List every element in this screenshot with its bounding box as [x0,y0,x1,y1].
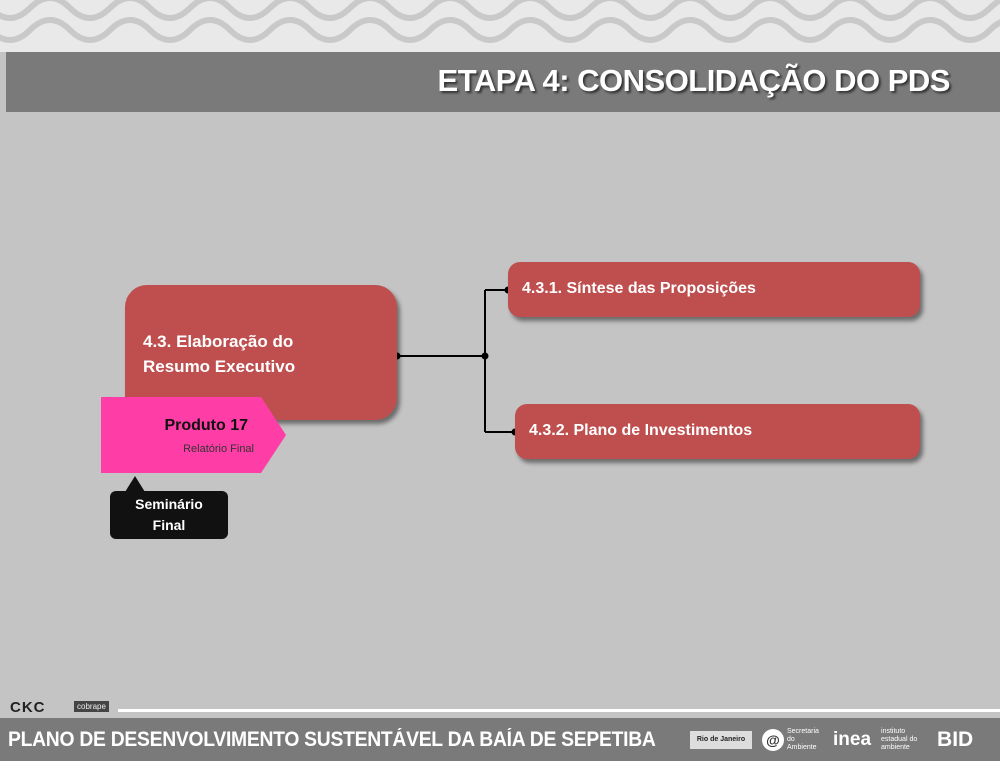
produto-subtitle: Relatório Final [183,443,254,455]
produto-title: Produto 17 [164,417,248,434]
seminario-line2: Final [152,517,186,533]
seminario-callout: Seminário Final [110,491,228,539]
secretaria-ambiente-logo: @ Secretaria do Ambiente [762,728,823,752]
partner-logos: Rio de Janeiro @ Secretaria do Ambiente … [690,726,973,754]
main-task-line2: Resumo Executivo [143,357,296,376]
subtask-box-1: 4.3.1. Síntese das Proposições [508,262,920,317]
footer-bar: PLANO DE DESENVOLVIMENTO SUSTENTÁVEL DA … [0,718,1000,761]
produto-shape [101,397,286,473]
spiral-icon: @ [762,729,784,751]
inea-logo: inea [833,729,872,750]
footer-divider [118,709,1000,712]
main-task-line1: 4.3. Elaboração do [143,332,294,351]
connector-path [397,289,515,433]
page-title: ETAPA 4: CONSOLIDAÇÃO DO PDS [437,63,951,98]
inea-subtitle: instituto estadual do ambiente [881,728,918,751]
bid-logo: BID [937,728,974,751]
wave-pattern-graphic [0,0,1000,43]
decorative-wave-pattern [0,0,1000,52]
main-task-label: 4.3. Elaboração do Resumo Executivo [143,329,295,379]
rio-de-janeiro-logo: Rio de Janeiro [690,731,752,749]
cobrape-logo: cobrape [74,701,109,712]
produto-tag: Produto 17 Relatório Final [101,397,286,477]
seminario-line1: Seminário [135,496,203,512]
seminario-pointer [125,476,145,492]
header-bar: ETAPA 4: CONSOLIDAÇÃO DO PDS [6,52,1000,112]
ckc-logo: CKC [10,699,46,716]
subtask-box-2: 4.3.2. Plano de Investimentos [515,404,920,459]
secretaria-ambiente-text: Secretaria do Ambiente [787,728,819,751]
subtask-label-1: 4.3.1. Síntese das Proposições [522,280,756,297]
footer-title: PLANO DE DESENVOLVIMENTO SUSTENTÁVEL DA … [8,728,656,751]
subtask-label-2: 4.3.2. Plano de Investimentos [529,422,753,439]
connector-dot [481,352,489,360]
